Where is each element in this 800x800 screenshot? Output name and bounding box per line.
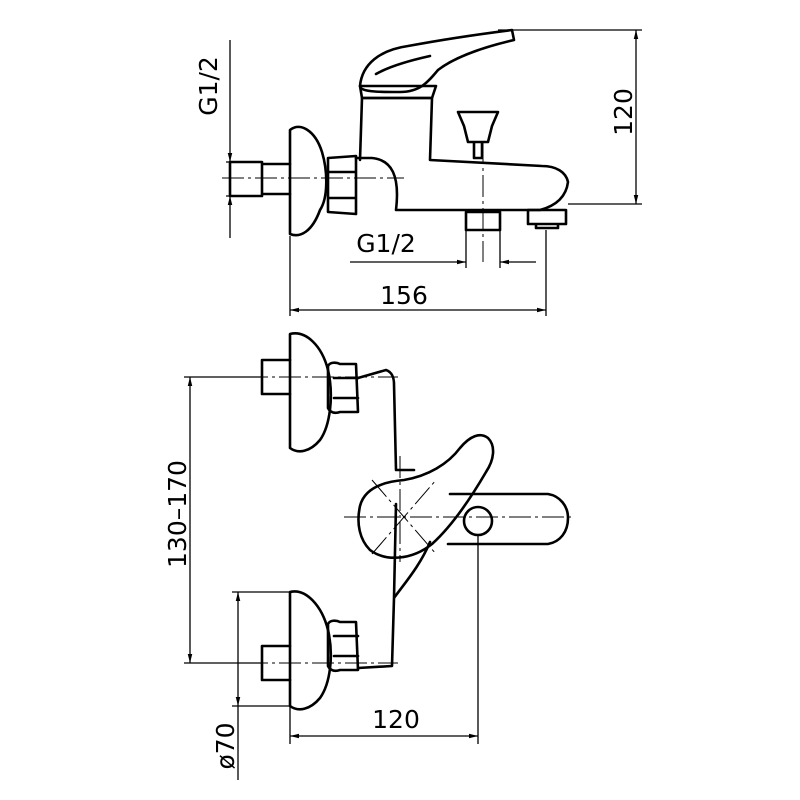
centers-130-170-label: 130–170	[163, 460, 192, 568]
top-upper-escutcheon	[288, 332, 333, 453]
top-view: 130–170 ø70 120	[163, 332, 574, 780]
side-lever-handle	[358, 28, 516, 94]
side-hex-nut	[326, 154, 358, 216]
depth-120-label: 120	[372, 705, 420, 734]
outlet-thread-label: G1/2	[356, 229, 416, 258]
top-lower-escutcheon	[288, 590, 333, 711]
side-diverter-knob	[456, 110, 500, 160]
top-lower-hex-nut	[326, 619, 360, 673]
top-spout	[446, 492, 570, 546]
top-upper-hex-nut	[326, 361, 360, 415]
width-156-label: 156	[380, 281, 428, 310]
side-mixer-body	[354, 96, 570, 212]
top-mixer-body	[356, 368, 432, 670]
diameter-70-label: ø70	[211, 722, 240, 769]
height-120-label: 120	[609, 88, 638, 136]
side-aerator	[526, 208, 568, 230]
top-diverter-knob	[462, 505, 494, 537]
side-lever-detail	[374, 54, 432, 76]
side-inlet-pipe	[228, 160, 292, 198]
top-centerline-diag-2	[371, 479, 437, 555]
side-view: G1/2 120 G1/2 156	[194, 28, 642, 316]
top-lever-handle	[357, 434, 495, 560]
side-thread-label: G1/2	[194, 56, 223, 116]
side-body-cap	[358, 84, 438, 100]
side-escutcheon	[288, 125, 328, 237]
